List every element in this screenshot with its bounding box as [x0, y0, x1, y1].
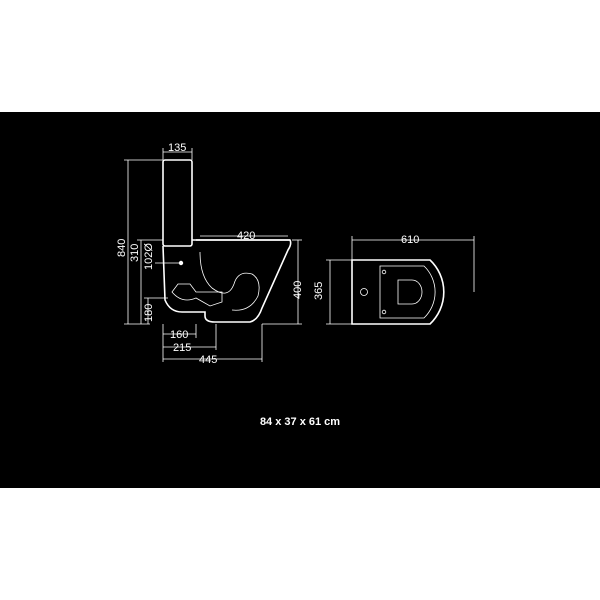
dim-label-310: 310: [129, 244, 141, 262]
top-view: 610 365: [313, 234, 475, 325]
dim-label-840: 840: [116, 239, 128, 257]
dim-label-445: 445: [199, 354, 217, 366]
trapway-curve: [199, 251, 260, 311]
dim-label-215: 215: [173, 342, 191, 354]
dim-label-365: 365: [313, 282, 325, 300]
dim-label-180: 180: [143, 304, 155, 322]
hinge-hole: [381, 269, 387, 275]
dim-label-610: 610: [401, 234, 419, 246]
dimensions-caption: 84 x 37 x 61 cm: [259, 416, 341, 428]
side-view: 135 420 840 310 102Ø: [116, 142, 304, 366]
dim-label-160: 160: [170, 329, 188, 341]
fixing-hole: [360, 288, 368, 296]
outlet-pipe: [171, 283, 223, 307]
technical-drawing: 135 420 840 310 102Ø: [116, 142, 475, 366]
cistern-outline: [162, 159, 193, 247]
dim-label-102: 102Ø: [143, 243, 155, 270]
top-outline: [351, 259, 445, 325]
dim-label-420: 420: [237, 230, 255, 242]
bowl-opening: [397, 279, 423, 305]
dim-label-400: 400: [292, 281, 304, 299]
dim-label-135: 135: [168, 142, 186, 154]
drawing-frame: 135 420 840 310 102Ø: [0, 112, 600, 488]
bowl-outline: [162, 239, 292, 323]
hinge-hole: [381, 309, 387, 315]
seat-inner: [379, 265, 436, 319]
